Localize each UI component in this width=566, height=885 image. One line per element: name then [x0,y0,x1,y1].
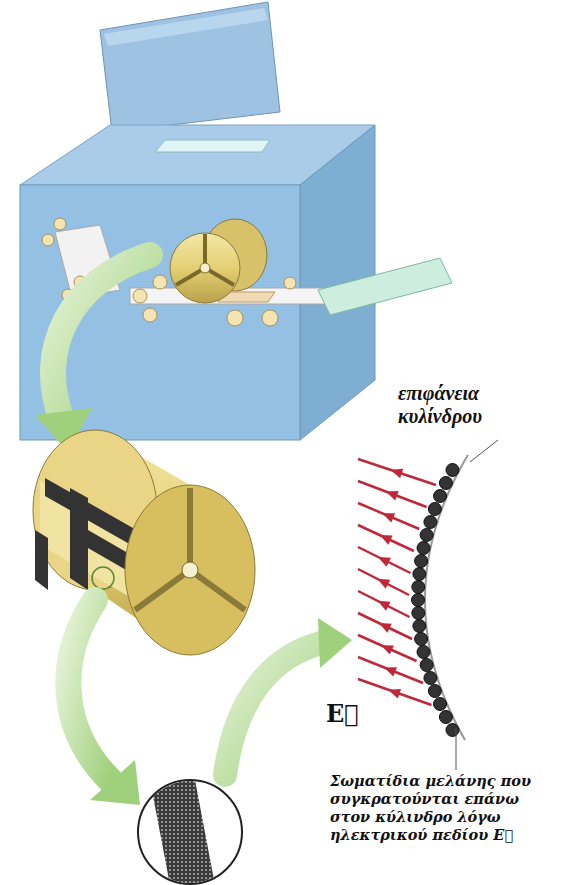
toner-particle [420,659,433,672]
toner-particle [420,529,433,542]
field-arrowhead [378,557,391,567]
field-line [358,459,436,485]
toner-particle [417,646,430,659]
zoom-arrow [53,255,150,420]
field-line [358,525,414,551]
toner-particle [434,490,447,503]
zoom-arrow [225,642,325,775]
toner-particle [412,607,425,620]
zoom-arrow-head [318,618,352,668]
cylinder-spokes [135,488,245,610]
zoom-spot [92,567,114,589]
field-line-stroke [358,591,410,617]
toner-particle [424,516,437,529]
surface-label: επιφάνεια κυλίνδρου [398,382,538,428]
field-arrowhead [382,513,395,522]
toner-particle [413,568,426,581]
field-line-stroke [358,569,409,595]
field-line-stroke [358,613,412,639]
field-arrowhead [386,491,399,500]
leader-line [456,728,457,770]
cylinder-axle [182,562,198,578]
toner-particle [417,542,430,555]
drum-spokes [176,234,234,285]
toner-particle [413,620,426,633]
field-line [358,481,427,507]
toner-particle [412,581,425,594]
toner-particle [415,633,428,646]
field-arrowhead [380,535,393,545]
field-line [358,569,409,595]
toner-particle [439,477,452,490]
toner-particles [412,464,459,737]
output-tray [318,258,452,315]
field-line [358,591,410,617]
toner-particle [428,685,441,698]
field-arrowhead [390,469,403,478]
field-line-stroke [358,657,423,683]
toner-particle [446,724,459,737]
copier-lid [100,2,280,132]
copier-glass [155,140,270,152]
field-arrowhead [388,689,401,698]
magnifier [138,780,242,884]
field-line-stroke [358,635,417,661]
field-arrowhead [384,667,397,676]
toner-particle [434,698,447,711]
copier-front [20,185,300,440]
toner-band [150,780,215,885]
field-arrowhead [378,601,391,611]
field-line [358,679,431,705]
field-line-stroke [358,547,410,573]
field-line-stroke [358,679,431,705]
field-lines [358,459,436,705]
leader-line [470,440,498,462]
field-arrowhead [381,645,394,654]
field-line [358,613,412,639]
toner-particle [415,555,428,568]
toner-particle [428,503,441,516]
field-arrowhead [377,579,390,589]
field-line-stroke [358,459,436,485]
field-line [358,503,419,529]
drum-face [170,233,240,303]
cylinder-face [125,485,255,655]
field-line-stroke [358,481,427,507]
toner-label: Σωματίδια μελάνης που συγκρατούνται επάν… [330,772,558,845]
toner-particle [446,464,459,477]
field-arrowhead [379,623,392,633]
field-line [358,547,410,573]
toner-particle [424,672,437,685]
cylinder-surface [425,455,468,740]
toner-particle [439,711,452,724]
field-line-stroke [358,525,414,551]
toner-particle [412,594,425,607]
field-line [358,657,423,683]
toner-pattern [35,478,140,590]
zoom-arrow-head [90,760,140,805]
zoom-arrow [68,600,110,780]
lid-edge [104,8,268,46]
field-symbol: E⃗ [326,700,360,729]
field-line-stroke [358,503,419,529]
field-line [358,635,417,661]
drum-axle [200,263,210,273]
